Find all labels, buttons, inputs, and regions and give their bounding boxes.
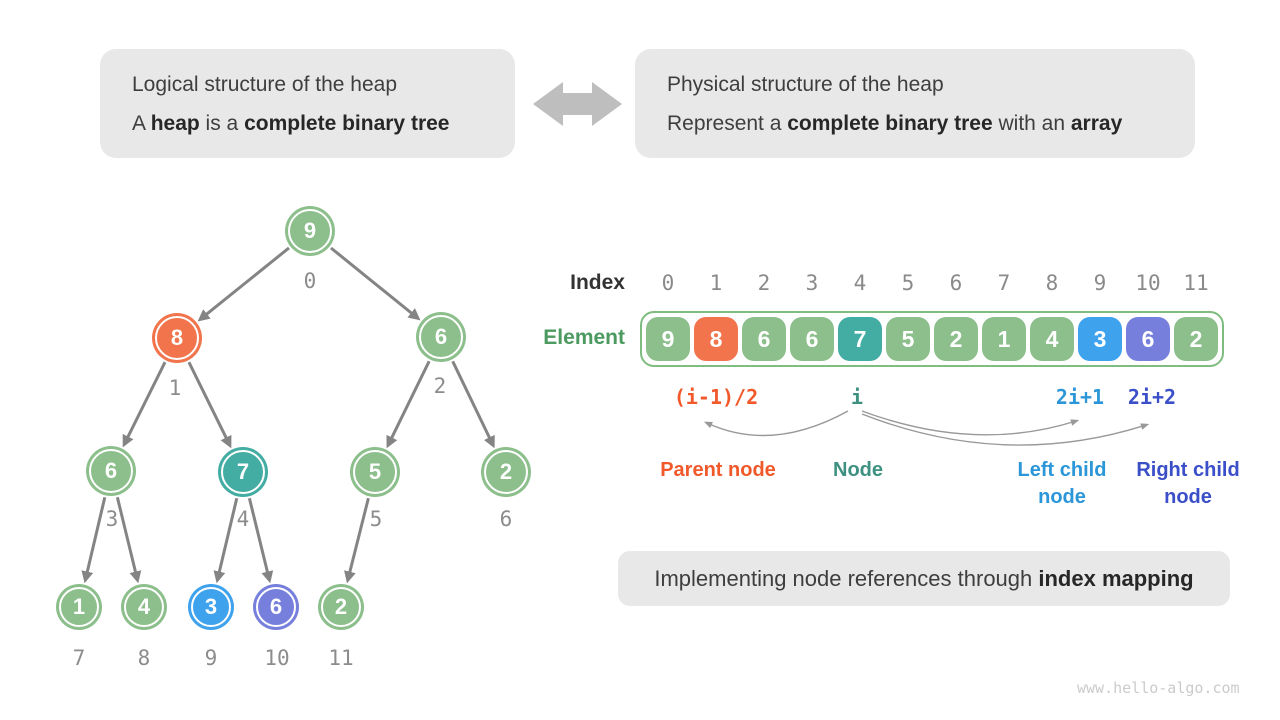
array-index-row: 0 1 2 3 4 5 6 7 8 9 10 11 — [646, 271, 1218, 295]
tree-node-index-label: 9 — [204, 646, 218, 670]
formula-node-index: i — [850, 385, 864, 409]
tree-node-index-label: 8 — [137, 646, 151, 670]
tree-node-index-label: 0 — [303, 269, 317, 293]
index-mapping-box: Implementing node references through ind… — [618, 551, 1230, 606]
array-cell: 6 — [790, 317, 834, 361]
tree-node-11: 2 — [321, 587, 361, 627]
tree-node-9: 3 — [191, 587, 231, 627]
tree-node-index-label: 3 — [105, 507, 119, 531]
index-mapping-arrows — [703, 410, 1150, 446]
tree-node-0: 9 — [288, 209, 332, 253]
tree-node-2: 6 — [419, 315, 463, 359]
array-cell: 8 — [694, 317, 738, 361]
tree-edge-arrows — [81, 246, 495, 584]
tree-node-index-label: 1 — [168, 376, 182, 400]
index-mapping-text: Implementing node references through ind… — [654, 566, 1194, 591]
array-cell: 3 — [1078, 317, 1122, 361]
tree-node-10: 6 — [256, 587, 296, 627]
array-index: 1 — [709, 271, 723, 295]
array-index: 7 — [997, 271, 1011, 295]
tree-node-index-label: 5 — [369, 507, 383, 531]
element-row-label: Element — [543, 326, 625, 349]
physical-structure-line2: Represent a complete binary tree with an… — [667, 111, 1123, 135]
legend-parent-node: Parent node — [660, 459, 776, 481]
array-index: 10 — [1135, 271, 1161, 295]
physical-structure-box: Physical structure of the heap Represent… — [635, 49, 1195, 158]
logical-structure-line1: Logical structure of the heap — [132, 72, 398, 96]
tree-node-3: 6 — [89, 449, 133, 493]
logical-structure-line2: A heap is a complete binary tree — [132, 111, 450, 135]
array-index: 8 — [1045, 271, 1059, 295]
array-cell: 5 — [886, 317, 930, 361]
array-cell: 9 — [646, 317, 690, 361]
physical-structure-line1: Physical structure of the heap — [667, 72, 944, 96]
array-index: 2 — [757, 271, 771, 295]
tree-node-5: 5 — [353, 450, 397, 494]
logical-structure-box: Logical structure of the heap A heap is … — [100, 49, 515, 158]
array-cell: 6 — [742, 317, 786, 361]
formula-right-child-index: 2i+2 — [1127, 385, 1177, 409]
array-cell: 6 — [1126, 317, 1170, 361]
array-index: 11 — [1183, 271, 1209, 295]
tree-node-6: 2 — [484, 450, 528, 494]
tree-node-index-label: 7 — [72, 646, 86, 670]
array-cell: 2 — [934, 317, 978, 361]
array-index: 6 — [949, 271, 963, 295]
tree-node-index-label: 10 — [264, 646, 290, 670]
watermark: www.hello-algo.com — [1077, 679, 1240, 697]
array-index: 9 — [1093, 271, 1107, 295]
array-cell: 4 — [1030, 317, 1074, 361]
array-index: 3 — [805, 271, 819, 295]
legend-node: Node — [833, 459, 883, 481]
tree-node-1: 8 — [155, 316, 199, 360]
array-index: 0 — [661, 271, 675, 295]
tree-node-8: 4 — [124, 587, 164, 627]
tree-node-index-label: 6 — [499, 507, 513, 531]
array-cell: 2 — [1174, 317, 1218, 361]
tree-node-7: 1 — [59, 587, 99, 627]
formula-left-child-index: 2i+1 — [1055, 385, 1105, 409]
array-index: 4 — [853, 271, 867, 295]
array-index: 5 — [901, 271, 915, 295]
tree-node-index-label: 2 — [433, 374, 447, 398]
formula-parent-index: (i-1)/2 — [673, 385, 759, 409]
array-cell: 1 — [982, 317, 1026, 361]
double-arrow-icon — [533, 82, 622, 126]
index-row-label: Index — [570, 271, 625, 294]
tree-node-index-label: 4 — [236, 507, 250, 531]
array-cell: 7 — [838, 317, 882, 361]
tree-node-4: 7 — [221, 450, 265, 494]
tree-node-index-label: 11 — [328, 646, 354, 670]
